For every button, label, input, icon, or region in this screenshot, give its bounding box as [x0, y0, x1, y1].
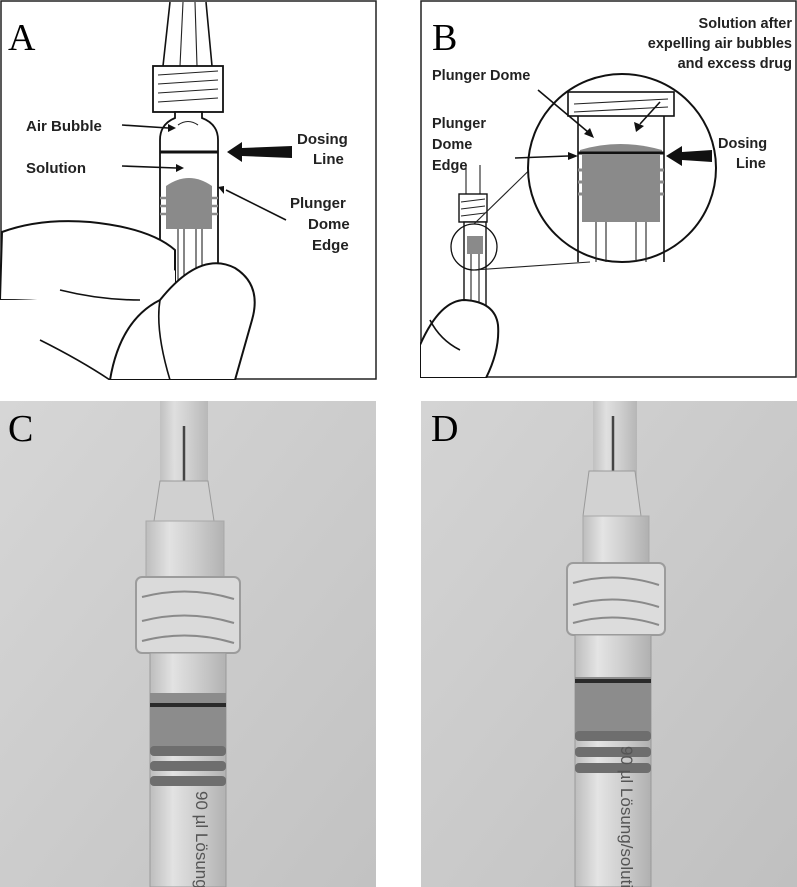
- label-plunger-dome: Plunger Dome: [432, 68, 530, 84]
- label-air-bubble: Air Bubble: [26, 118, 102, 135]
- threaded-collar: [152, 65, 224, 113]
- needle-cover-right: [205, 1, 213, 67]
- label-dosing-line-1: Dosing: [297, 131, 348, 148]
- magnified-view: [527, 73, 717, 263]
- dosing-line-arrow-b: [666, 146, 712, 166]
- label-solution-after-3: and excess drug: [678, 56, 792, 72]
- small-hand: [420, 299, 500, 378]
- hub: [145, 520, 225, 582]
- dosing-line-arrow: [227, 142, 292, 162]
- label-solution-after-2: expelling air bubbles: [648, 36, 792, 52]
- barrel-photo: [574, 634, 652, 887]
- small-syringe: [458, 165, 488, 323]
- panel-d-photo: 90 µl Lösung/solutio D: [421, 401, 797, 887]
- panel-letter-a: A: [8, 17, 36, 59]
- label-plunger-3: Edge: [312, 237, 349, 254]
- needle-cover-left: [162, 1, 171, 67]
- label-dosing-b-2: Line: [736, 156, 766, 172]
- label-plunger-1: Plunger: [290, 195, 346, 212]
- dome-edge-leader-b: [514, 155, 569, 159]
- panel-b-magnified-diagram: B Solution after expelling air bubbles a…: [420, 0, 797, 378]
- panel-letter-c: C: [8, 408, 33, 450]
- plunger-dome-leader: [537, 89, 589, 133]
- label-solution-after-1: Solution after: [699, 16, 793, 32]
- air-bubble: [177, 120, 199, 126]
- stopper-photo: [150, 693, 226, 751]
- plunger: [160, 178, 218, 300]
- panel-c-photo: 90 µl Lösung/so C: [0, 401, 376, 887]
- label-edge-2: Dome: [432, 137, 472, 153]
- label-dosing-b-1: Dosing: [718, 136, 767, 152]
- panel-letter-b: B: [432, 17, 457, 59]
- barrel-print-d: 90 µl Lösung/solutio: [617, 746, 636, 887]
- solution-leader-b: [639, 101, 661, 125]
- label-plunger-2: Dome: [308, 216, 350, 233]
- label-edge-3: Edge: [432, 158, 467, 174]
- label-dosing-line-2: Line: [313, 151, 344, 168]
- solution-leader: [121, 165, 177, 169]
- panel-letter-d: D: [431, 408, 458, 450]
- label-edge-1: Plunger: [432, 116, 486, 132]
- dome-edge-leader: [225, 189, 287, 221]
- air-bubble-leader: [121, 124, 169, 129]
- hand-drawing: [0, 220, 256, 380]
- hub: [582, 515, 650, 567]
- panel-a-syringe-diagram: A Air Bubble Solution Dosing Line Plunge…: [0, 0, 377, 380]
- stopper-photo: [575, 677, 651, 739]
- barrel-print-c: 90 µl Lösung/so: [192, 791, 211, 887]
- label-solution: Solution: [26, 160, 86, 177]
